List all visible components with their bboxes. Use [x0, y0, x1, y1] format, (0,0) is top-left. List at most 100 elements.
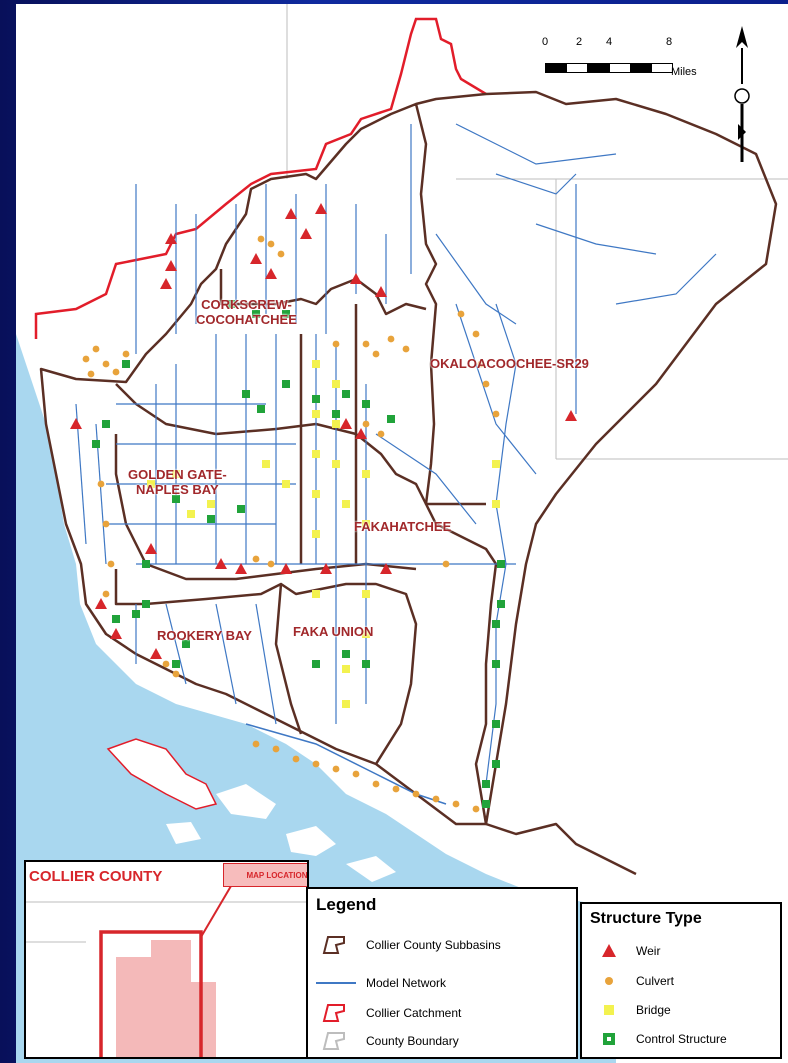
- north-arrow-icon: [734, 26, 750, 162]
- culvert-marker: [377, 430, 385, 438]
- scale-tick-label: 4: [606, 36, 613, 48]
- bridge-marker: [312, 450, 320, 458]
- control-structure-marker: [112, 615, 120, 623]
- culvert-marker: [252, 555, 260, 563]
- inset-title: COLLIER COUNTY: [29, 868, 163, 885]
- weir-marker: [165, 233, 177, 244]
- locator-map: [26, 862, 307, 1057]
- collier-catchment-outline: [34, 17, 487, 339]
- culvert-dot-icon: [605, 977, 613, 985]
- weir-marker: [280, 563, 292, 574]
- culvert-marker: [102, 360, 110, 368]
- bridge-marker: [187, 510, 195, 518]
- weir-marker: [350, 273, 362, 284]
- bridge-marker: [332, 380, 340, 388]
- culvert-marker: [482, 380, 490, 388]
- weir-marker: [300, 228, 312, 239]
- weir-marker: [160, 278, 172, 289]
- bridge-square-icon: [604, 1005, 614, 1015]
- culvert-marker: [362, 420, 370, 428]
- bridge-marker: [312, 410, 320, 418]
- control-structure-icon: [603, 1033, 615, 1045]
- culvert-marker: [257, 235, 265, 243]
- map-extent-box: [99, 930, 203, 1057]
- control-structure-marker: [312, 660, 320, 668]
- weir-marker: [320, 563, 332, 574]
- bridge-marker: [332, 460, 340, 468]
- region-label-okaloacoochee: OKALOACOOCHEE-SR29: [430, 356, 589, 371]
- culvert-marker: [267, 240, 275, 248]
- structures-layer: [70, 203, 577, 813]
- culvert-marker: [472, 805, 480, 813]
- bridge-marker: [312, 530, 320, 538]
- bridge-marker: [282, 480, 290, 488]
- county-boundary-icon: [322, 1032, 345, 1050]
- culvert-marker: [272, 745, 280, 753]
- weir-marker: [375, 286, 387, 297]
- structure-type-legend: Structure Type Weir Culvert Bridge Contr…: [580, 902, 782, 1059]
- control-structure-marker: [257, 405, 265, 413]
- bridge-marker: [362, 470, 370, 478]
- control-structure-marker: [132, 610, 140, 618]
- culvert-marker: [477, 360, 485, 368]
- weir-marker: [145, 543, 157, 554]
- culvert-marker: [432, 795, 440, 803]
- structure-legend-item-culvert: Culvert: [600, 970, 674, 992]
- culvert-marker: [392, 785, 400, 793]
- scale-tick-label: 2: [576, 36, 583, 48]
- island-4: [346, 856, 396, 882]
- bridge-marker: [147, 480, 155, 488]
- bridge-marker: [332, 420, 340, 428]
- region-label-golden-gate: GOLDEN GATE- NAPLES BAY: [128, 467, 227, 497]
- culvert-marker: [122, 350, 130, 358]
- weir-marker: [265, 268, 277, 279]
- control-structure-marker: [342, 650, 350, 658]
- weir-marker: [355, 428, 367, 439]
- locator-inset: COLLIER COUNTY MAP LOCATION: [24, 860, 309, 1059]
- culvert-marker: [112, 368, 120, 376]
- weir-marker: [110, 628, 122, 639]
- culvert-marker: [442, 560, 450, 568]
- control-structure-marker: [142, 560, 150, 568]
- weir-marker: [250, 253, 262, 264]
- control-structure-marker: [282, 310, 290, 318]
- culvert-marker: [162, 660, 170, 668]
- control-structure-marker: [387, 415, 395, 423]
- island-5: [166, 822, 201, 844]
- culvert-marker: [87, 370, 95, 378]
- culvert-marker: [402, 345, 410, 353]
- control-structure-marker: [227, 300, 235, 308]
- structure-legend-item-bridge: Bridge: [600, 999, 671, 1021]
- control-structure-marker: [362, 400, 370, 408]
- region-label-rookery-bay: ROOKERY BAY: [157, 628, 252, 643]
- scale-bar: 0 2 4 8 Miles: [536, 36, 736, 80]
- bridge-marker: [312, 590, 320, 598]
- control-structure-marker: [282, 380, 290, 388]
- culvert-marker: [332, 765, 340, 773]
- region-label-corkscrew: CORKSCREW- COCOHATCHEE: [196, 297, 297, 327]
- control-structure-marker: [142, 600, 150, 608]
- culvert-marker: [102, 520, 110, 528]
- culvert-marker: [312, 760, 320, 768]
- weir-marker: [95, 598, 107, 609]
- culvert-marker: [457, 310, 465, 318]
- county-shape: [116, 940, 216, 1057]
- network-line-icon: [316, 982, 356, 984]
- control-structure-marker: [242, 390, 250, 398]
- subbasin-outline-icon: [322, 936, 345, 954]
- control-structure-marker: [497, 560, 505, 568]
- culvert-marker: [332, 340, 340, 348]
- structure-legend-title: Structure Type: [590, 910, 702, 927]
- bridge-marker: [362, 590, 370, 598]
- control-structure-marker: [312, 395, 320, 403]
- island-1: [106, 738, 218, 810]
- island-2: [216, 784, 276, 819]
- control-structure-marker: [182, 640, 190, 648]
- bridge-marker: [172, 470, 180, 478]
- culvert-marker: [102, 590, 110, 598]
- bridge-marker: [312, 490, 320, 498]
- control-structure-marker: [482, 800, 490, 808]
- map-panel: CORKSCREW- COCOHATCHEE OKALOACOOCHEE-SR2…: [16, 4, 788, 1063]
- tamiami-canal: [245, 723, 447, 805]
- bridge-marker: [342, 665, 350, 673]
